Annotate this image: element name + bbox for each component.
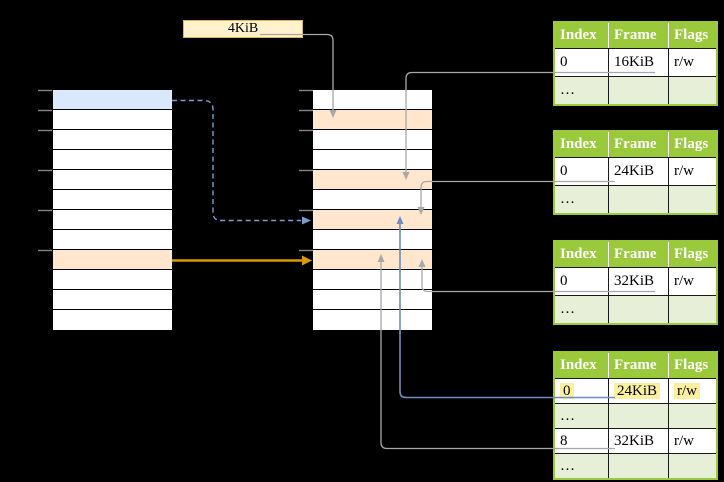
memory-row-11-white	[313, 310, 432, 330]
memory-row-7-white	[53, 230, 172, 250]
cell-flags	[669, 296, 716, 323]
memory-row-10-white	[313, 290, 432, 310]
cell-index: …	[555, 454, 609, 478]
column-header-frame: Frame	[609, 132, 669, 157]
column-header-index: Index	[555, 242, 609, 267]
frame-size-label: 4KiB	[183, 20, 303, 38]
cell-frame	[609, 454, 669, 478]
page-table-row: 0 24KiB r/w	[555, 378, 716, 403]
cell-flags: r/w	[674, 54, 694, 70]
memory-row-11-white	[53, 310, 172, 330]
column-header-flags: Flags	[674, 357, 709, 373]
orange-page-arrowhead-icon	[302, 255, 312, 266]
memory-row-2-white	[313, 130, 432, 150]
page-table-row: …	[555, 295, 716, 323]
page-table-row: …	[555, 403, 716, 428]
cell-frame: 32KiB	[609, 429, 669, 453]
cell-index: …	[555, 404, 609, 428]
cell-flags	[669, 186, 716, 213]
cell-index: 0	[555, 158, 609, 185]
memory-row-5-white	[53, 190, 172, 210]
memory-row-10-white	[53, 290, 172, 310]
page-table-row: …	[555, 185, 716, 213]
memory-row-4-white	[53, 170, 172, 190]
column-header-index: Index	[555, 23, 609, 48]
cell-flags	[669, 77, 716, 104]
cell-frame	[609, 186, 669, 213]
cell-flags: r/w	[669, 379, 716, 403]
cell-flags	[669, 404, 716, 428]
cell-frame: 32KiB	[609, 268, 669, 295]
memory-row-9-white	[53, 270, 172, 290]
cell-index: …	[555, 77, 609, 104]
highlighted-value: 0	[560, 383, 574, 399]
memory-row-4-orange	[313, 170, 432, 190]
memory-row-0-blue	[53, 90, 172, 110]
memory-row-6-white	[53, 210, 172, 230]
cell-index: …	[555, 296, 609, 323]
memory-row-3-white	[53, 150, 172, 170]
memory-row-8-orange	[53, 250, 172, 270]
memory-row-5-white	[313, 190, 432, 210]
cell-frame: 16KiB	[609, 49, 669, 76]
column-header-frame: Frame	[609, 242, 669, 267]
cell-flags: r/w	[674, 163, 694, 179]
column-header-index: Index	[555, 353, 609, 378]
cell-index: 0	[555, 268, 609, 295]
cell-index: 0	[555, 49, 609, 76]
highlighted-value: 24KiB	[614, 383, 661, 399]
virtual-page-translation-connector	[172, 99, 301, 222]
cell-index: 0	[555, 379, 609, 403]
cell-index: …	[555, 186, 609, 213]
column-header-flags: Flags	[674, 27, 709, 43]
cell-flags: r/w	[674, 273, 694, 289]
column-header-flags: Flags	[674, 246, 709, 262]
memory-row-7-white	[313, 230, 432, 250]
physical-memory-table	[312, 89, 433, 331]
column-header-flags: Flags	[674, 136, 709, 152]
cell-frame	[609, 296, 669, 323]
page-table-row: …	[555, 453, 716, 478]
cell-frame	[609, 77, 669, 104]
memory-row-2-white	[53, 130, 172, 150]
cell-index: 8	[555, 429, 609, 453]
column-header-frame: Frame	[609, 23, 669, 48]
cell-frame	[609, 404, 669, 428]
memory-row-1-orange	[313, 110, 432, 130]
cell-frame: 24KiB	[609, 379, 669, 403]
virtual-memory-table	[52, 89, 173, 331]
cell-frame: 24KiB	[609, 158, 669, 185]
memory-row-8-orange	[313, 250, 432, 270]
memory-row-1-white	[53, 110, 172, 130]
column-header-index: Index	[555, 132, 609, 157]
memory-row-6-orange	[313, 210, 432, 230]
highlighted-value: r/w	[674, 383, 700, 399]
cell-flags	[669, 454, 716, 478]
page-table-row: …	[555, 76, 716, 104]
column-header-frame: Frame	[609, 353, 669, 378]
memory-row-0-white	[313, 90, 432, 110]
virtual-page-arrowhead-icon	[302, 216, 311, 225]
cell-flags: r/w	[674, 433, 694, 449]
memory-row-9-white	[313, 270, 432, 290]
memory-row-3-white	[313, 150, 432, 170]
